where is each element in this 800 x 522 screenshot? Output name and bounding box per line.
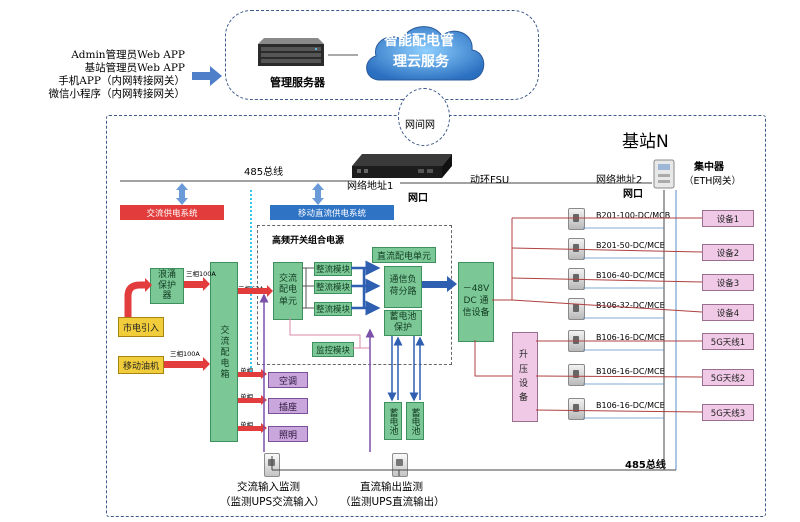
site-title: 基站N — [622, 132, 669, 152]
server-label: 管理服务器 — [270, 76, 325, 89]
battery-1-label: 蓄电池 — [387, 407, 398, 435]
concentrator-icon — [652, 158, 676, 190]
fsu-address-2: 网络地址2 — [596, 175, 643, 186]
breaker-label-7: B106-16-DC/MCB — [596, 401, 666, 410]
antenna-2: 5G天线2 — [702, 369, 754, 386]
fsu-port-2: 网口 — [623, 189, 643, 200]
breaker-label-6: B106-16-DC/MCB — [596, 367, 666, 376]
boost-equipment: 升压设备 — [512, 332, 538, 422]
breaker-label-2: B201-50-DC/MCB — [596, 241, 666, 250]
client-admin-web: Admin管理员Web APP — [71, 49, 185, 61]
dc-monitor-label-2: （监测UPS直流输出） — [340, 496, 445, 508]
cloud-icon — [360, 20, 490, 88]
wire-label-aircon: 单相 — [240, 367, 253, 375]
dc48-equipment: －48V DC 通信设备 — [458, 262, 494, 342]
breaker-icon-6 — [568, 364, 585, 386]
battery-protect-label: 蓄电池保护 — [389, 312, 417, 333]
fsu-port-1: 网口 — [408, 193, 428, 204]
ac-distribution-unit-label: 交流配电单元 — [278, 274, 297, 307]
breaker-label-5: B106-16-DC/MCB — [596, 333, 666, 342]
hf-power-label: 高频开关组合电源 — [272, 236, 345, 246]
monitor-module: 监控模块 — [312, 342, 354, 357]
ac-load-aircon: 空调 — [268, 372, 308, 388]
battery-protect-box: 蓄电池保护 — [384, 310, 422, 336]
wire-label-lighting: 单相 — [240, 421, 253, 429]
dc-system-bar: 移动直流供电系统 — [270, 205, 394, 220]
wire-label-generator: 三相100A — [170, 350, 200, 358]
ac-distribution-box-label: 交流配电箱 — [218, 324, 229, 380]
ac-monitor-label-1: 交流输入监测 — [237, 481, 300, 493]
dc-monitor-label-1: 直流输出监测 — [360, 481, 423, 493]
ac-monitor-label-2: （监测UPS交流输入） — [220, 496, 325, 508]
ac-distribution-unit: 交流配电单元 — [273, 262, 303, 320]
device-3: 设备3 — [702, 274, 754, 291]
device-1: 设备1 — [702, 210, 754, 227]
antenna-1: 5G天线1 — [702, 333, 754, 350]
breaker-label-1: B201-100-DC/MCB — [596, 211, 671, 220]
ac-distribution-box: 交流配电箱 — [210, 262, 238, 442]
ac-system-bar: 交流供电系统 — [120, 205, 224, 220]
cloud-label-1: 智能配电管 — [384, 33, 454, 49]
dc-distribution-unit: 直流配电单元 — [372, 247, 436, 263]
wire-label-mains: 三相100A — [186, 270, 216, 278]
breaker-icon-7 — [568, 398, 585, 420]
internet-link-label: 网间网 — [405, 120, 435, 131]
breaker-label-4: B106-32-DC/MCB — [596, 301, 666, 310]
server-icon — [258, 34, 324, 68]
fsu-address-1: 网络地址1 — [347, 181, 394, 192]
bus-top-label: 485总线 — [244, 167, 284, 178]
ac-load-lighting: 照明 — [268, 426, 308, 442]
fsu-label: 动环FSU — [470, 175, 510, 186]
dc48-equipment-label: －48V DC 通信设备 — [462, 284, 490, 318]
dc-monitor-sensor-icon — [392, 453, 408, 477]
bus-bottom-label: 485总线 — [625, 460, 666, 471]
cloud-label-2: 理云服务 — [393, 54, 449, 70]
dc-branch-box: 通信负荷分路 — [384, 266, 422, 308]
device-2: 设备2 — [702, 244, 754, 261]
dc-branch-label: 通信负荷分路 — [389, 275, 417, 297]
concentrator-label-2: （ETH网关） — [684, 176, 741, 187]
battery-2-label: 蓄电池 — [409, 407, 420, 435]
antenna-3: 5G天线3 — [702, 404, 754, 421]
concentrator-label-1: 集中器 — [694, 162, 724, 173]
device-4: 设备4 — [702, 304, 754, 321]
surge-protector-label: 浪涌保护器 — [157, 269, 176, 302]
ac-load-socket: 插座 — [268, 398, 308, 414]
client-site-web: 基站管理员Web APP — [84, 62, 185, 74]
hf-power-region — [257, 225, 452, 365]
boost-equipment-label: 升压设备 — [519, 350, 529, 404]
cloud-region — [225, 10, 539, 100]
mains-input: 市电引入 — [118, 317, 164, 337]
client-mobile-app: 手机APP（内网转接网关） — [58, 75, 185, 87]
battery-2: 蓄电池 — [406, 402, 424, 440]
client-wechat: 微信小程序（内网转接网关） — [48, 88, 186, 100]
generator-input: 移动油机 — [118, 356, 164, 374]
wire-label-socket: 单相 — [240, 393, 253, 401]
internet-link — [398, 88, 450, 146]
breaker-label-3: B106-40-DC/MCB — [596, 271, 666, 280]
fsu-device-icon — [352, 152, 452, 182]
battery-1: 蓄电池 — [384, 402, 402, 440]
